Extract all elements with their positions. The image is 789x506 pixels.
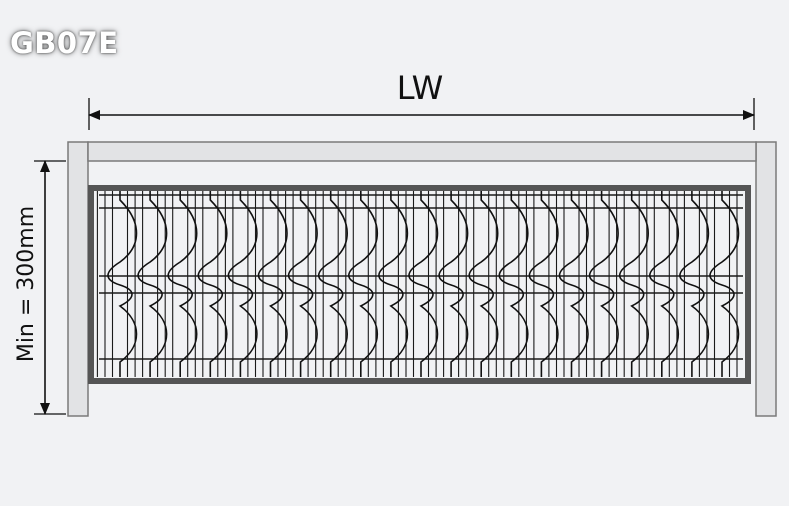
basket-wave-wire [317, 191, 348, 377]
basket-wave-wire [107, 191, 138, 377]
basket-wave-wire [438, 191, 469, 377]
basket-wave-wire [528, 191, 559, 377]
basket-wave-wire [257, 191, 288, 377]
basket-wave-wire [137, 191, 168, 377]
basket-wave-wire [679, 191, 710, 377]
basket-wave-wire [649, 191, 680, 377]
basket-wave-wire [618, 191, 649, 377]
height-label: Min = 300mm [14, 206, 39, 362]
dish-rack-basket [88, 185, 751, 384]
basket-wave-wire [498, 191, 529, 377]
basket-wave-wire [468, 191, 499, 377]
basket-wave-wire [588, 191, 619, 377]
basket-wave-wire [408, 191, 439, 377]
basket-wave-wire [558, 191, 589, 377]
basket-wires [96, 191, 740, 377]
height-dimension: Min = 300mm [14, 160, 66, 415]
basket-wave-wire [709, 191, 740, 377]
basket-wave-wire [167, 191, 198, 377]
basket-wave-wire [348, 191, 379, 377]
cabinet-side-right [755, 141, 777, 417]
width-dimension: LW [88, 69, 755, 130]
basket-wave-wire [227, 191, 258, 377]
basket-rim [88, 185, 751, 384]
model-code-badge: GB07E [10, 26, 119, 60]
basket-wave-wire [287, 191, 318, 377]
basket-wave-wire [378, 191, 409, 377]
cabinet-top-panel [87, 141, 757, 162]
basket-wave-wire [197, 191, 228, 377]
cabinet-side-left [67, 141, 89, 417]
width-label: LW [397, 69, 444, 107]
